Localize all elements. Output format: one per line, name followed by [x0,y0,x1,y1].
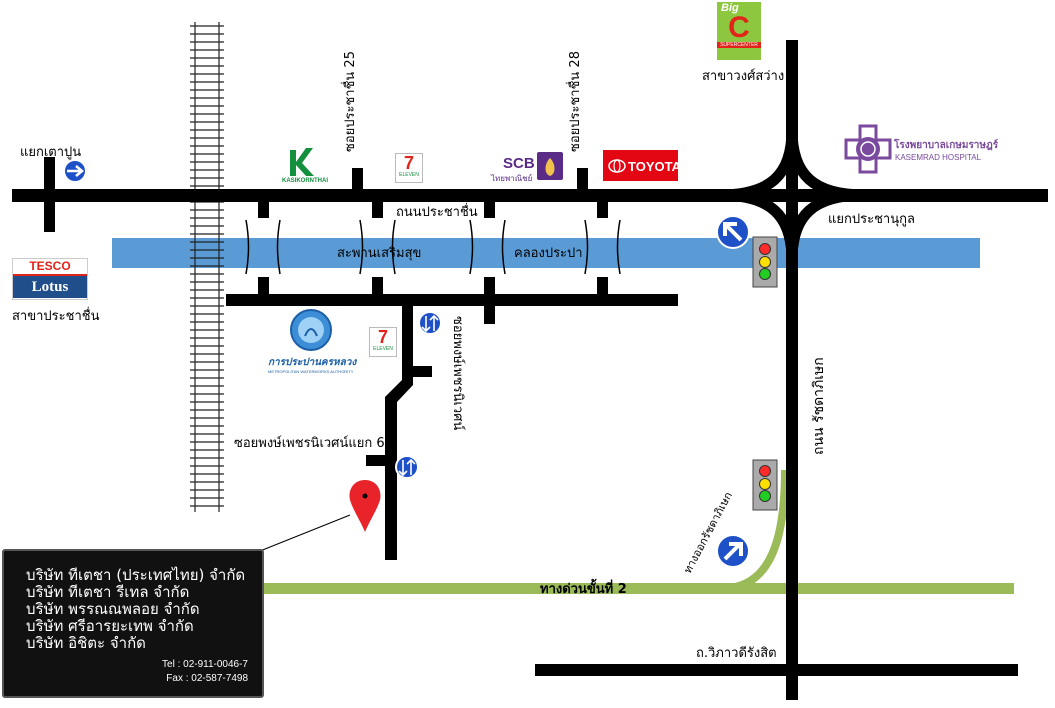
seven-eleven-logo: 7 ELEVEN [369,327,397,357]
label-tesco-branch: สาขาประชาชื่น [12,309,100,324]
label-soi-prachachuen-25: ซอยประชาชื่น 25 [343,51,358,152]
tesco-text: TESCO [13,259,87,276]
lotus-band: Lotus [13,276,87,298]
label-soi-phong-phet-niwet: ซอยพงษ์เพชรนิเวศน์ [450,316,465,431]
label-expressway-2: ทางด่วนขั้นที่ 2 [540,582,627,597]
ratchada-exit-ramp [729,469,789,592]
bridges [245,219,621,275]
bridge-bracket [616,219,621,275]
label-tao-poon-junction: แยกเตาปูน [20,145,82,160]
company-name: บริษัท ศรีอารยะเทพ จำกัด [26,617,194,635]
interchange [719,129,865,261]
kbank-logo-icon [290,148,314,176]
road-lower-service [226,294,678,306]
label-sapan-sermsuk: สะพานเสริมสุข [337,246,422,261]
bigc-big-text: Big [721,2,739,14]
direction-right-icon [63,159,87,183]
scb-logo-icon [537,152,563,180]
contact-fax: Fax : 02-587-7498 [166,673,248,684]
bridge-bracket [391,219,396,275]
hospital-thai-name: โรงพยาบาลเกษมราษฎร์ [894,140,999,151]
traffic-light-icon [752,459,778,511]
kbank-name: KASIKORNTHAI [282,178,328,184]
roads [12,40,1048,700]
bigc-supercenter-text: SUPERCENTER [717,42,761,48]
toyota-name: TOYOTA [628,159,681,174]
direction-up-right-icon [716,534,750,568]
mwa-en-name: METROPOLITAN WATERWORKS AUTHORITY [268,369,354,374]
road-soi-phong-phet [385,300,413,560]
lotus-text: Lotus [31,278,69,295]
scb-name: SCB [503,155,535,172]
seven-eleven-sub: ELEVEN [399,172,419,178]
bridge-bracket [276,219,281,275]
toyota-logo-icon [603,150,678,181]
label-soi-prachachuen-28: ซอยประชาชื่น 28 [568,51,583,152]
location-pin-icon [349,480,381,532]
direction-updown-icon [395,455,419,479]
direction-up-left-icon [716,215,750,249]
bridge-bracket [359,219,364,275]
traffic-light-icon [752,236,778,288]
contact-tel: Tel : 02-911-0046-7 [162,659,248,670]
bridge-bracket [501,219,506,275]
bigc-logo: Big C SUPERCENTER [717,2,761,60]
tesco-lotus-logo: TESCO Lotus [12,258,88,300]
direction-updown-icon [418,311,442,335]
bigc-c-text: C [728,11,750,44]
hospital-logo-icon [844,124,892,174]
label-klong-prapa: คลองประปา [514,246,583,261]
label-soi-phong-phet-6: ซอยพงษ์เพชรนิเวศน์แยก 6 [234,436,385,451]
label-vibhavadi-road: ถ.วิภาวดีรังสิต [696,646,777,661]
label-ratchada-road: ถนน รัชดาภิเษก [811,357,827,455]
road-ratchada [786,40,798,700]
road-tao-poon [44,157,55,232]
mwa-thai-name: การประปานครหลวง [268,357,357,368]
label-prachanukul-junction: แยกประชานุกูล [828,212,915,227]
company-info-box: บริษัท ทีเตชา (ประเทศไทย) จำกัด บริษัท ท… [2,549,264,698]
road-vibhavadi [535,664,1018,676]
scb-sub: ไทยพาณิชย์ [491,174,533,183]
seven-eleven-sub: ELEVEN [373,346,393,352]
bridge-bracket [245,219,250,275]
company-name: บริษัท อิชิตะ จำกัด [26,634,146,652]
company-name: บริษัท ทีเตชา (ประเทศไทย) จำกัด [26,566,246,584]
hospital-en-name: KASEMRAD HOSPITAL [895,153,982,162]
company-name: บริษัท ทีเตชา รีเทล จำกัด [26,583,190,601]
railway [190,22,224,512]
company-name: บริษัท พรรณณพลอย จำกัด [26,600,200,618]
seven-eleven-logo: 7 ELEVEN [395,153,423,183]
bridge-bracket [584,219,589,275]
label-bigc-branch: สาขาวงศ์สว่าง [702,69,785,84]
seven-eleven-number: 7 [403,153,414,173]
bridge-bracket [469,219,474,275]
seven-eleven-number: 7 [377,327,388,347]
road-prachachuen [12,189,1048,202]
expressway-2 [262,583,1014,594]
label-prachachuen-road: ถนนประชาชื่น [396,205,478,220]
mwa-logo-icon [290,309,332,351]
canal-klong-prapa [112,238,980,268]
